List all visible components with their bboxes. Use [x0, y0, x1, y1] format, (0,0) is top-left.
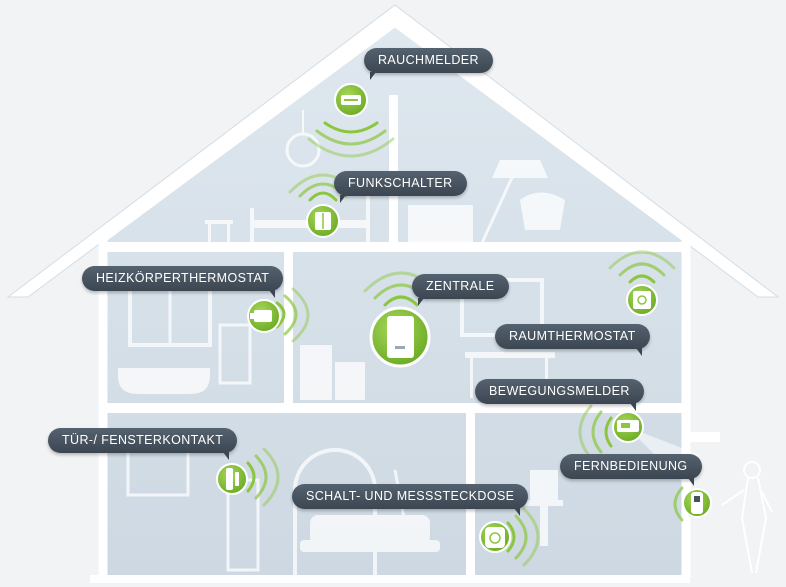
- label-tuer-fensterkontakt: TÜR-/ FENSTERKONTAKT: [48, 428, 238, 460]
- label-raumthermostat: RAUMTHERMOSTAT: [495, 324, 650, 356]
- person-silhouette: [721, 461, 773, 574]
- motion-sensor-icon[interactable]: [612, 411, 644, 443]
- smart-plug-icon[interactable]: [479, 521, 511, 553]
- label-bewegungsmelder: BEWEGUNGSMELDER: [475, 379, 644, 411]
- smoke-detector-icon[interactable]: [334, 83, 368, 117]
- label-zentrale: ZENTRALE: [412, 274, 509, 306]
- radiator-thermostat-icon[interactable]: [247, 299, 281, 333]
- label-schalt-messsteckdose: SCHALT- UND MESSSTECKDOSE: [292, 484, 529, 516]
- room-thermostat-icon[interactable]: [626, 284, 658, 316]
- label-rauchmelder: RAUCHMELDER: [364, 48, 493, 80]
- remote-control-icon[interactable]: [682, 488, 712, 518]
- label-fernbedienung: FERNBEDIENUNG: [560, 454, 702, 486]
- roof: [6, 4, 780, 298]
- label-heizkoerperthermostat: HEIZKÖRPERTHERMOSTAT: [82, 266, 284, 298]
- door-window-contact-icon[interactable]: [216, 463, 248, 495]
- label-funkschalter: FUNKSCHALTER: [334, 171, 467, 203]
- devices: [216, 83, 712, 553]
- wireless-switch-icon[interactable]: [306, 204, 340, 238]
- central-unit-icon[interactable]: [369, 306, 431, 368]
